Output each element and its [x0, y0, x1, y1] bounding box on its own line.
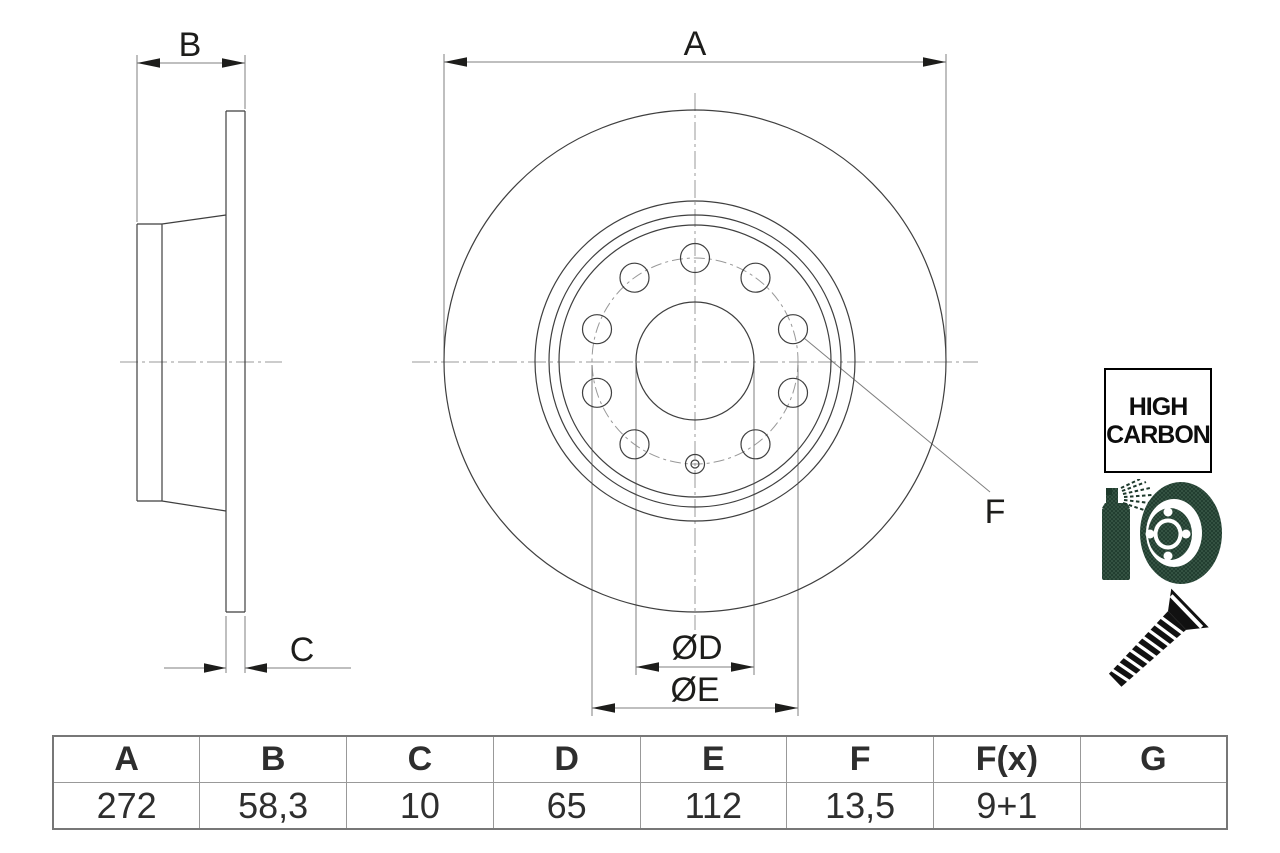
bolt-hole	[581, 314, 613, 345]
disc-bolt-hole	[1145, 529, 1155, 539]
dim-F-leader	[803, 337, 991, 493]
arrow-D-right	[731, 662, 754, 672]
dim-A-lines	[443, 54, 947, 361]
dim-E-lines	[591, 365, 799, 716]
dim-label-C: C	[290, 631, 315, 669]
spec-header-b: B	[199, 735, 347, 783]
front-view	[443, 109, 947, 613]
spec-header-g: G	[1079, 735, 1228, 783]
spec-header-c: C	[346, 735, 494, 783]
bolt-hole	[740, 262, 771, 293]
hat-outer-circle	[548, 214, 842, 508]
spray-mist	[1120, 479, 1153, 511]
dimension-drawing: A B C ØD ØE F	[120, 25, 1006, 716]
arrow-E-right	[775, 703, 798, 713]
outer-diameter-circle	[443, 109, 947, 613]
dim-B-lines	[136, 55, 246, 222]
high-carbon-line2: CARBON	[1106, 420, 1211, 449]
screw-head	[1168, 588, 1209, 630]
dim-C-lines	[164, 616, 351, 673]
spec-header-a: A	[52, 735, 201, 783]
spec-table-header-row: A B C D E F F(x) G	[52, 735, 1228, 783]
bolt-hole	[581, 377, 613, 408]
disc-bolt-hole	[1163, 551, 1173, 561]
dim-label-OD: ØD	[672, 629, 723, 667]
arrow-D-left	[636, 662, 659, 672]
arrow-C-right	[245, 663, 267, 673]
spray-can	[1102, 479, 1153, 580]
dim-label-A: A	[684, 25, 707, 63]
bolt-holes	[581, 242, 809, 460]
bolt-hole	[777, 314, 809, 345]
bolt-hole	[679, 242, 711, 274]
center-bore-circle	[635, 301, 755, 421]
arrow-A-right	[923, 57, 946, 67]
arrow-A-left	[444, 57, 467, 67]
spec-table: A B C D E F F(x) G 272 58,3 10 65 112 13…	[52, 735, 1228, 830]
spec-value-g	[1079, 782, 1228, 830]
hat-inner-circle	[558, 224, 832, 498]
bolt-hole	[619, 429, 650, 460]
spec-value-f: 13,5	[786, 782, 934, 830]
friction-ring-section	[225, 110, 246, 613]
dimension-arrowheads	[137, 57, 946, 713]
high-carbon-badge: HIGH CARBON	[1104, 368, 1212, 473]
spray-coating-icon	[1102, 479, 1222, 584]
bolt-hole	[740, 429, 771, 460]
dimension-labels: A B C ØD ØE F	[179, 25, 1006, 709]
spec-value-d: 65	[492, 782, 641, 830]
hat-section	[136, 214, 227, 512]
spec-table-value-row: 272 58,3 10 65 112 13,5 9+1	[52, 782, 1228, 830]
friction-band-circle	[534, 200, 856, 522]
locating-hole	[684, 453, 706, 475]
bolt-hole	[777, 377, 809, 408]
countersunk-screw-icon	[1108, 588, 1209, 687]
high-carbon-line1: HIGH	[1128, 392, 1188, 421]
disc-bolt-hole	[1181, 529, 1191, 539]
centerlines	[120, 93, 978, 630]
spec-header-d: D	[492, 735, 641, 783]
arrow-C-left	[204, 663, 226, 673]
spec-header-f: F	[786, 735, 934, 783]
dim-label-OE: ØE	[670, 671, 719, 709]
dimension-lines	[136, 54, 991, 716]
screw-shank	[1108, 611, 1187, 687]
disc-bolt-hole	[1163, 507, 1173, 517]
dim-label-F: F	[985, 493, 1006, 531]
arrow-B-left	[137, 58, 160, 68]
spec-value-e: 112	[639, 782, 788, 830]
bolt-circle-centerline	[591, 257, 799, 465]
arrow-E-left	[592, 703, 615, 713]
bolt-hole	[619, 262, 650, 293]
spec-value-a: 272	[52, 782, 201, 830]
spec-value-fx: 9+1	[933, 782, 1081, 830]
screw-threads	[1110, 615, 1184, 683]
spec-value-b: 58,3	[199, 782, 347, 830]
dim-label-B: B	[179, 26, 202, 64]
spec-header-fx: F(x)	[933, 735, 1081, 783]
coated-disc	[1140, 482, 1222, 584]
arrow-B-right	[222, 58, 245, 68]
spec-value-c: 10	[346, 782, 494, 830]
side-view	[136, 110, 246, 613]
spec-header-e: E	[639, 735, 788, 783]
screw-slot	[1169, 594, 1204, 629]
